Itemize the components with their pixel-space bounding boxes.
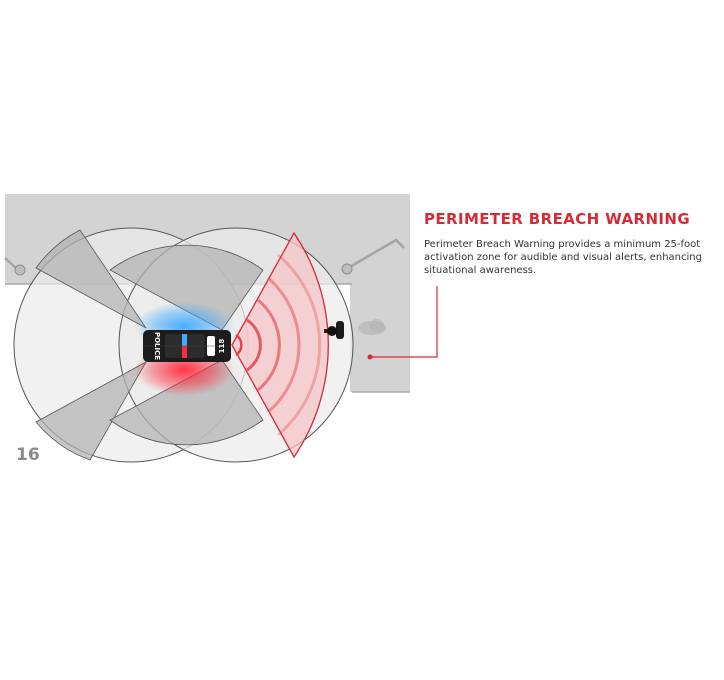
leader-line-icon xyxy=(367,286,438,360)
gate-arm-icon xyxy=(4,257,26,276)
alert-wave-4 xyxy=(267,276,301,414)
sector-front-top xyxy=(109,244,264,331)
light-bar-red xyxy=(182,346,187,358)
police-door-text: POLICE xyxy=(153,332,161,360)
section-description: Perimeter Breach Warning provides a mini… xyxy=(424,239,702,276)
alert-wave-1 xyxy=(235,333,243,357)
alert-wave-5 xyxy=(277,253,322,437)
gate-arm-icon xyxy=(341,238,405,275)
car-roof-number: 118 xyxy=(218,339,226,354)
section-title: PERIMETER BREACH WARNING xyxy=(424,210,691,228)
page-number: 16 xyxy=(16,445,40,465)
light-bar-blue xyxy=(182,334,187,346)
alert-wave-3 xyxy=(257,298,281,392)
street-panel-lower xyxy=(350,284,410,392)
pedestrian-icon xyxy=(324,319,386,339)
alert-wave-2 xyxy=(246,318,262,372)
police-car-icon: POLICE 118 xyxy=(134,302,234,396)
alert-waves xyxy=(235,253,322,437)
sector-front-left xyxy=(35,229,147,329)
perimeter-diagram: POLICE 118 xyxy=(4,194,438,463)
sector-rear-left xyxy=(35,360,148,461)
